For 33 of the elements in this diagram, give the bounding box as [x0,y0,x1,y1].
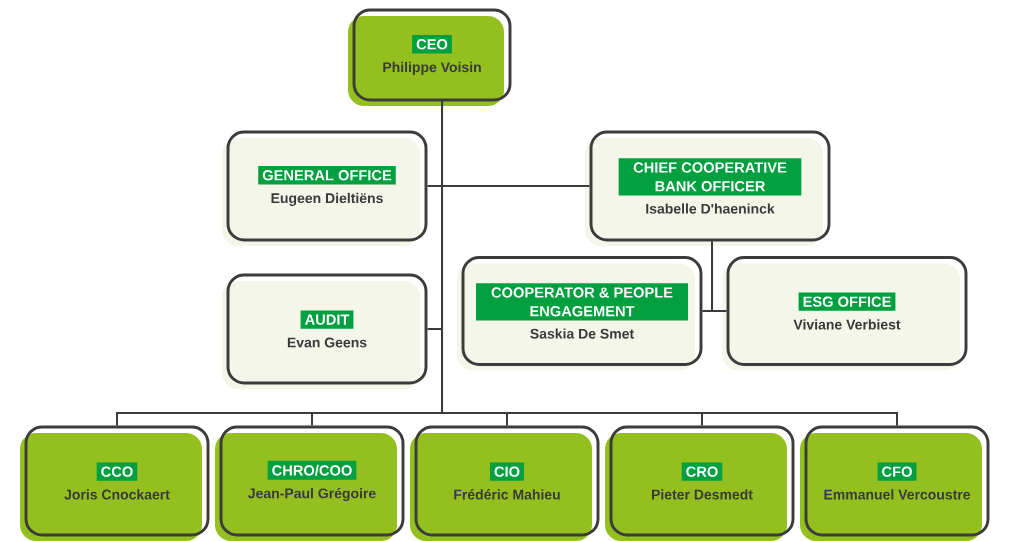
title-tag: CRO [681,462,723,481]
title-tag: CHIEF COOPERATIVE BANK OFFICER [618,158,802,196]
org-box [348,8,512,106]
title-tag: ESG OFFICE [798,292,896,311]
org-box [215,425,405,541]
title-tag: CCO [96,462,138,481]
org-box [605,425,795,541]
title-tag: CFO [877,462,917,481]
org-box [222,130,428,246]
org-box [585,130,831,246]
org-box [20,425,210,541]
person-name: Saskia De Smet [530,328,634,339]
person-name: Frédéric Mahieu [454,489,560,500]
title-tag: GENERAL OFFICE [258,166,396,185]
org-box [410,425,600,541]
person-name: Pieter Desmedt [652,489,753,500]
org-box [457,256,703,371]
org-box [722,256,968,371]
title-tag: CEO [412,35,452,54]
org-box [800,425,990,541]
org-box [222,273,428,389]
person-name: Evan Geens [287,337,367,348]
person-name: Philippe Voisin [383,61,481,75]
title-tag: CIO [489,462,525,481]
person-name: Isabelle D'haeninck [646,203,775,214]
title-tag: COOPERATOR & PEOPLE ENGAGEMENT [476,283,688,321]
person-name: Eugeen Dieltiëns [271,192,383,206]
person-name: Jean-Paul Grégoire [248,487,376,502]
person-name: Joris Cnockaert [64,489,170,500]
connector-line [711,240,728,312]
person-name: Emmanuel Vercoustre [824,489,971,500]
connector-line [441,100,898,427]
person-name: Viviane Verbiest [793,319,901,330]
